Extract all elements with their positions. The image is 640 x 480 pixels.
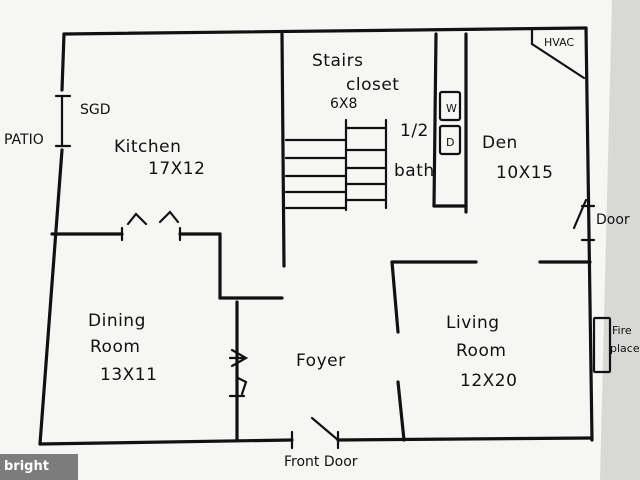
bath-label: bath <box>394 161 435 181</box>
dryer-label: D <box>446 136 454 149</box>
den-label: Den <box>482 133 518 153</box>
laundry-closet <box>432 32 468 214</box>
closet-label: closet <box>346 75 399 95</box>
kitchen-size-label: 17X12 <box>148 159 205 179</box>
watermark-badge: bright <box>0 454 78 480</box>
kitchen-label: Kitchen <box>114 137 181 157</box>
fireplace-label-2: place <box>610 342 640 355</box>
den-door <box>572 198 596 242</box>
hvac-label: HVAC <box>544 36 574 49</box>
kitchen-dining-wall <box>50 210 284 300</box>
washer-label: W <box>446 102 457 115</box>
sliding-glass-door <box>54 94 72 148</box>
front-door <box>290 416 340 450</box>
stairs-left-wall <box>280 32 286 268</box>
sgd-label: SGD <box>80 102 111 118</box>
living-label: Living <box>446 313 500 333</box>
den-size-label: 10X15 <box>496 163 553 183</box>
staircase <box>284 118 388 212</box>
stairs-label: Stairs <box>312 51 363 71</box>
patio-label: PATIO <box>4 132 44 148</box>
foyer-label: Foyer <box>296 351 346 371</box>
outer-walls <box>38 26 594 446</box>
watermark-text: bright <box>4 459 49 474</box>
dining-size-label: 13X11 <box>100 365 157 385</box>
closet-size-label: 6X8 <box>330 96 357 112</box>
living-size-label: 12X20 <box>460 371 517 391</box>
hvac-closet <box>530 28 586 80</box>
door-label: Door <box>596 212 630 228</box>
dining-room-label: Room <box>90 337 140 357</box>
den-living-wall <box>390 260 592 442</box>
dining-label: Dining <box>88 311 146 331</box>
fireplace-label: Fire <box>612 324 632 337</box>
fireplace <box>592 316 612 374</box>
living-room-label: Room <box>456 341 506 361</box>
half-label: 1/2 <box>400 121 429 141</box>
dining-foyer-wall <box>228 300 249 442</box>
front-door-label: Front Door <box>284 454 358 470</box>
